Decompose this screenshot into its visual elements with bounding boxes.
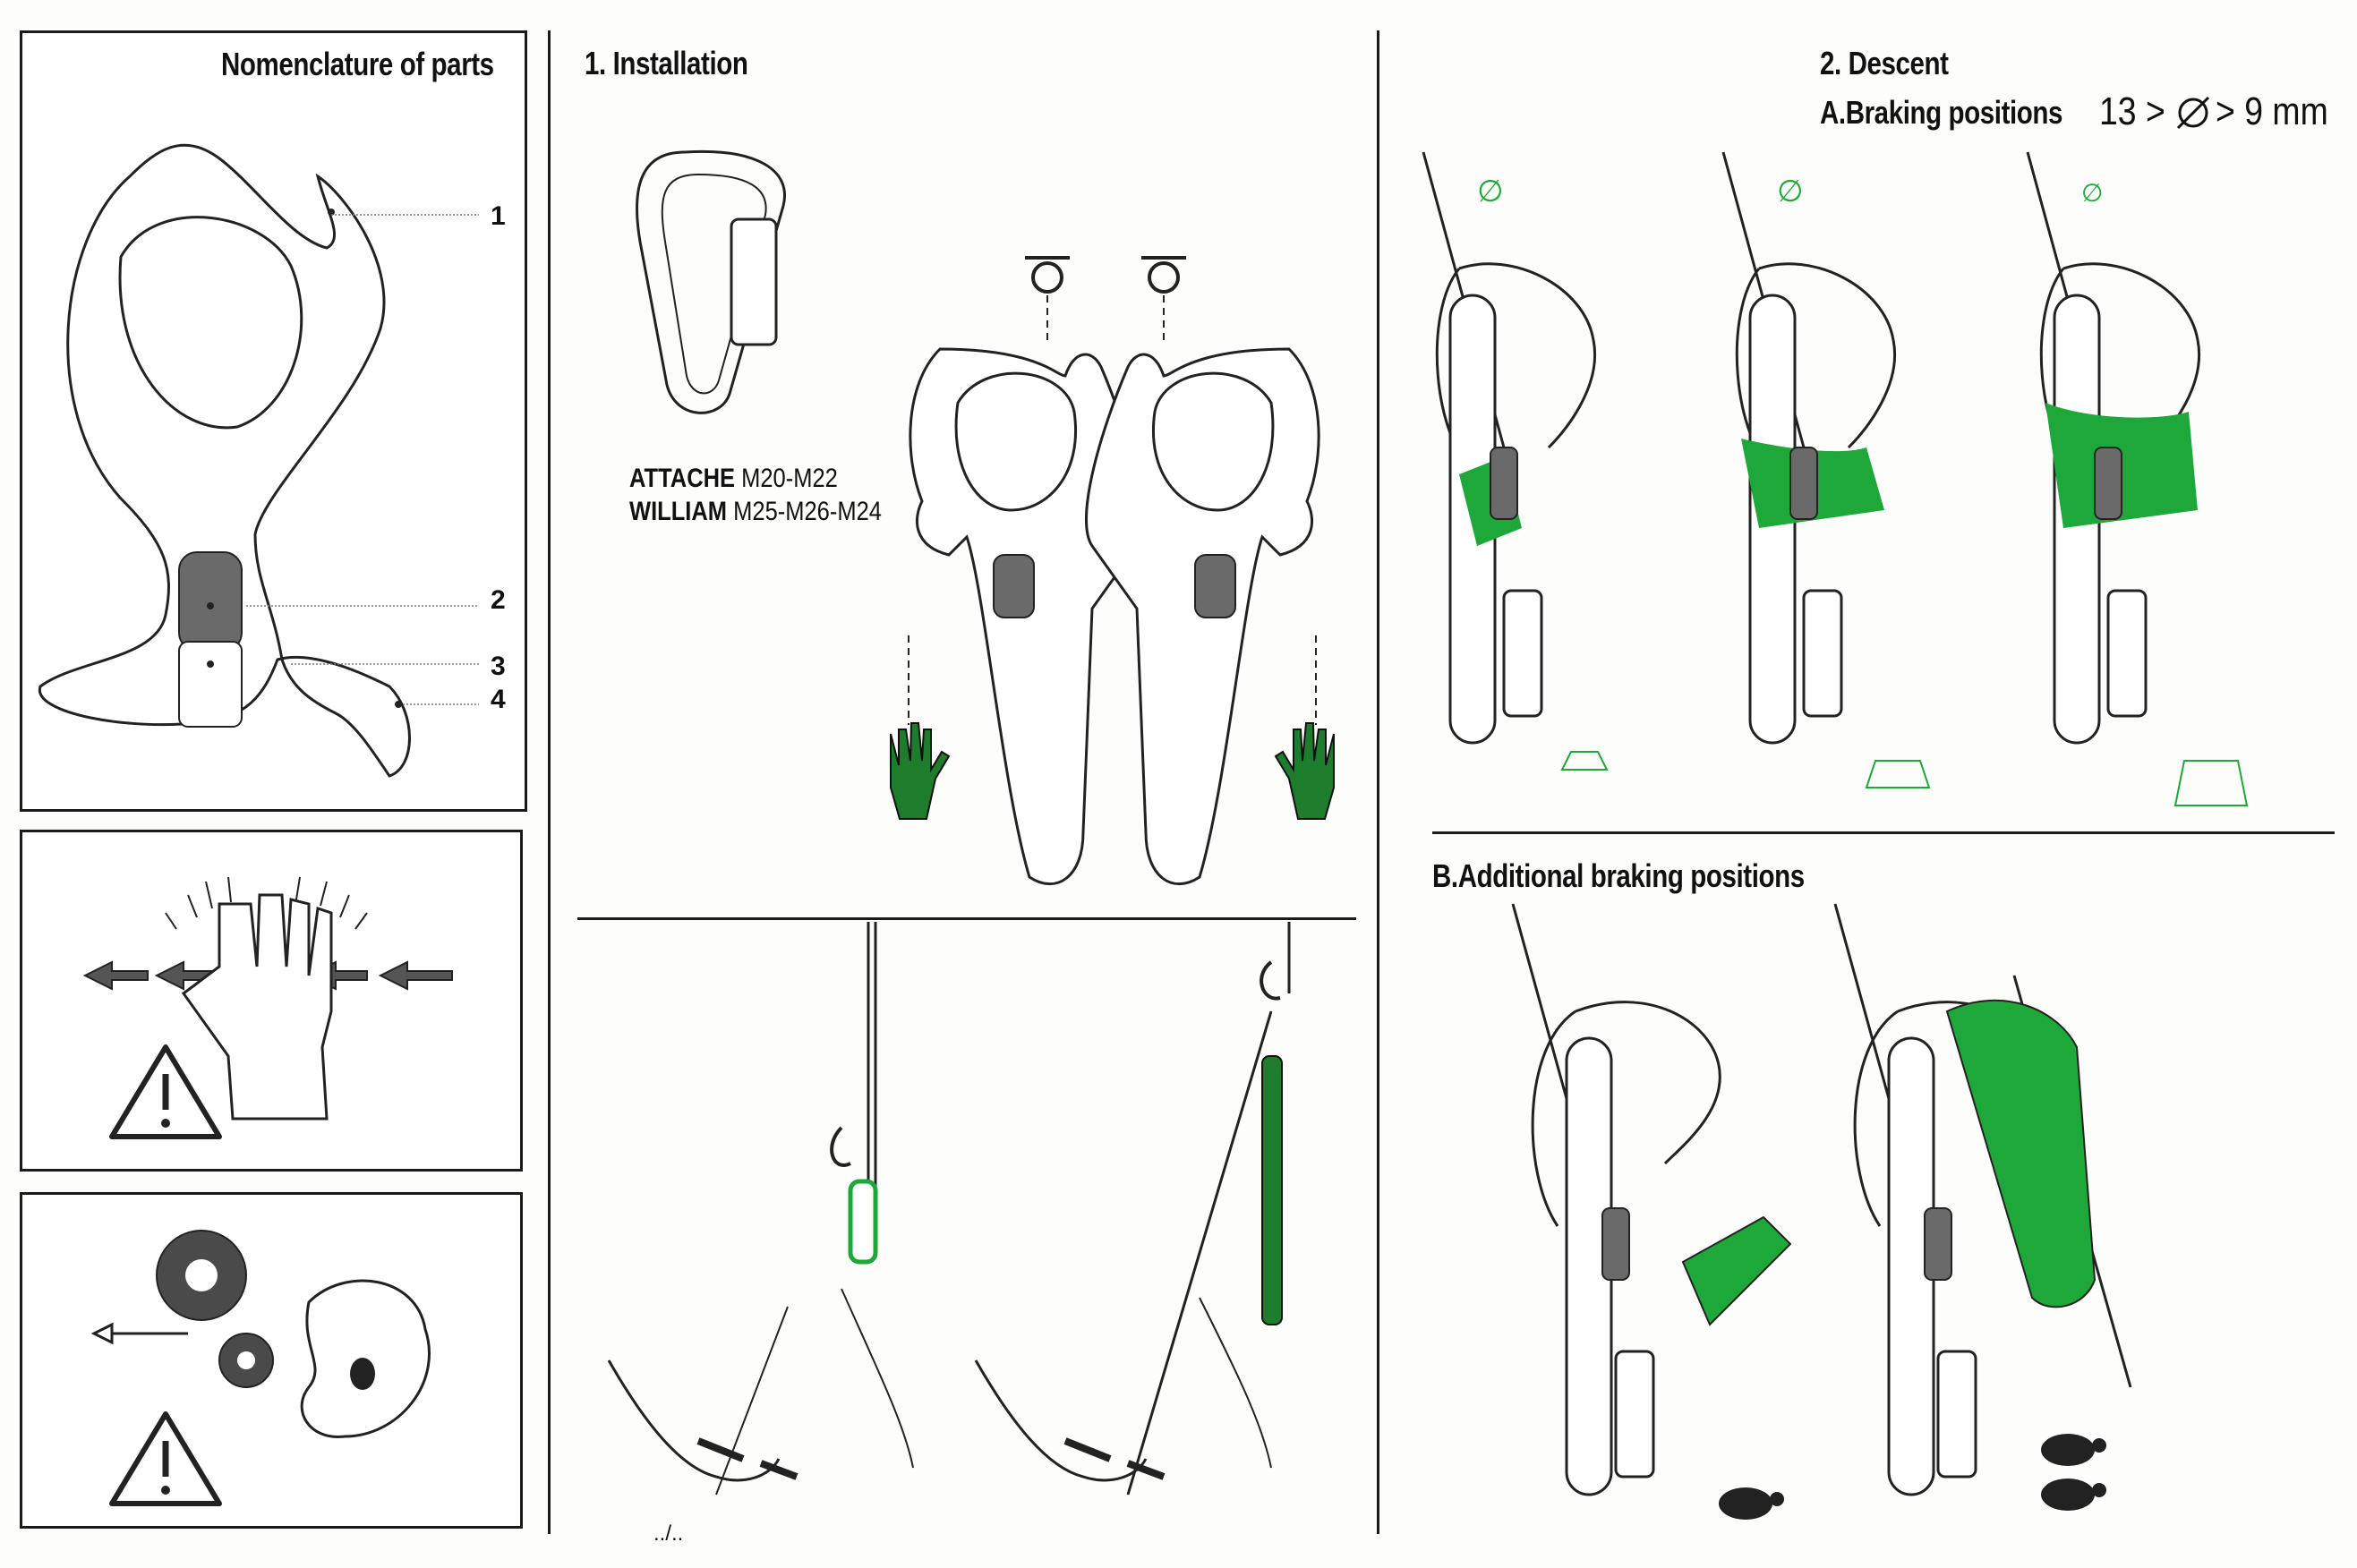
attachment-hole <box>178 641 243 728</box>
nomenclature-title: Nomenclature of parts <box>221 46 494 82</box>
svg-text:∅: ∅ <box>1777 174 1804 209</box>
weight-icon <box>1865 760 1931 788</box>
glove-icon <box>1274 722 1335 820</box>
divider-right <box>1377 30 1379 1534</box>
braking-position-1: ∅ <box>1422 151 1609 771</box>
diameter-max: 13 > <box>2099 89 2165 133</box>
braking-position-3: ∅ <box>2026 151 2249 806</box>
divider-left <box>548 30 551 1534</box>
descent-title: 2. Descent <box>1820 45 1949 81</box>
install-rope-diagram-right <box>974 922 1291 1496</box>
additional-braking-1 <box>1511 903 1792 1520</box>
weight-icon <box>2173 760 2249 806</box>
turtle-icon <box>2041 1434 2106 1466</box>
gear-icon <box>156 1230 274 1388</box>
device-diagram <box>38 143 479 778</box>
device-eye <box>118 216 303 430</box>
turtle-icon <box>2041 1479 2106 1511</box>
entanglement-warning-panel <box>20 1192 523 1529</box>
warning-icon <box>109 1411 222 1506</box>
svg-text:∅: ∅ <box>2081 178 2103 208</box>
weight-icon <box>1560 751 1609 771</box>
continuation-mark: ../.. <box>653 1521 684 1546</box>
warning-icon <box>109 1044 222 1139</box>
glove-icon <box>890 722 951 820</box>
callout-3: 3 <box>491 652 506 681</box>
callout-1: 1 <box>491 201 506 231</box>
carabiner-attache: ATTACHE M20-M22 <box>629 464 838 493</box>
glove-icon <box>181 893 333 1121</box>
carabiner-illustration <box>636 149 786 414</box>
install-rope-diagram-left <box>607 922 914 1496</box>
nomenclature-panel: Nomenclature of parts 1 2 3 4 <box>20 30 527 812</box>
device-outline <box>38 143 411 778</box>
glove-warning-panel <box>20 830 523 1172</box>
turtle-icon <box>1719 1487 1784 1520</box>
glove-friction-illustration <box>82 876 453 1139</box>
callout-2: 2 <box>491 585 506 615</box>
svg-text:∅: ∅ <box>1477 174 1504 209</box>
friction-insert <box>178 551 243 652</box>
installation-title: 1. Installation <box>585 45 748 81</box>
carabiner-william: WILLIAM M25-M26-M24 <box>629 497 882 526</box>
diameter-icon <box>2176 96 2210 130</box>
braking-position-2: ∅ <box>1721 151 1931 788</box>
braking-positions-title: A.Braking positions <box>1820 94 2063 131</box>
additional-braking-2 <box>1833 903 2132 1511</box>
additional-braking-title: B.Additional braking positions <box>1432 857 1805 894</box>
callout-4: 4 <box>491 685 506 714</box>
diameter-min: > 9 mm <box>2216 89 2328 133</box>
descent-separator <box>1432 831 2335 834</box>
installation-separator <box>577 917 1356 920</box>
hair-gear-illustration <box>90 1230 431 1506</box>
install-left-hand-diagram <box>890 256 1144 886</box>
install-right-hand-diagram <box>1085 256 1335 886</box>
